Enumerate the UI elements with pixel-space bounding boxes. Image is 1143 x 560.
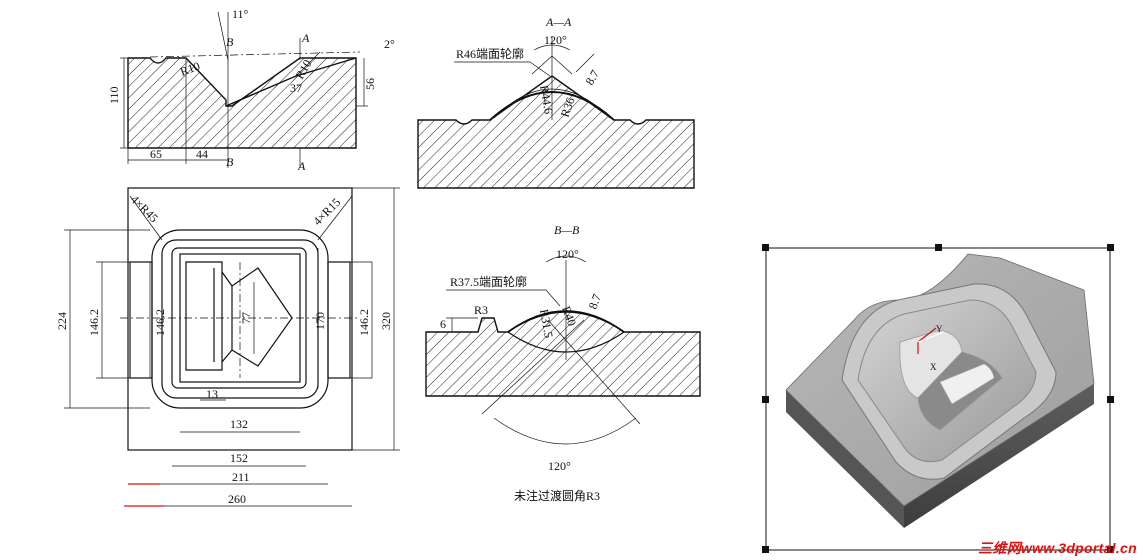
dim-260-label: 260	[228, 492, 246, 506]
r10-left-label: R10	[178, 59, 202, 79]
dim-146-inner-label: 146.2	[153, 309, 167, 336]
height-56-label: 56	[363, 78, 377, 90]
r15-label: 4×R15	[310, 195, 343, 228]
axis-x-label: X	[930, 362, 937, 372]
section-b-bottom-label: B	[226, 155, 234, 169]
axis-y-label: Y	[936, 324, 943, 334]
dim-224-label: 224	[55, 312, 69, 330]
angle-11-label: 11°	[232, 7, 249, 21]
width-65-label: 65	[150, 147, 162, 161]
section-a-bottom-label: A	[297, 159, 306, 173]
section-bb-title: B—B	[554, 223, 580, 237]
dim-170-label: 170	[313, 312, 327, 330]
bb-angle-bottom-label: 120°	[548, 459, 571, 473]
aa-angle-label: 120°	[544, 33, 567, 47]
bb-r3-label: R3	[474, 303, 488, 317]
watermark: 三维网www.3dportal.cn	[978, 540, 1137, 556]
angle-37-label: 37	[290, 81, 302, 95]
width-44-label: 44	[196, 147, 208, 161]
top-section-view: 11° 2° R10 R10 37 110 56 65 44 B B A A	[107, 7, 395, 173]
bb-profile-note: R37.5端面轮廓	[450, 274, 527, 289]
section-aa-body	[417, 75, 695, 189]
model-side-right	[904, 384, 1094, 528]
bb-r315-label: R31.5	[537, 308, 556, 339]
model-view: Y X	[762, 244, 1114, 553]
model-side-left	[786, 390, 904, 528]
dim-77-label: 77	[239, 312, 253, 324]
dim-211-label: 211	[232, 470, 250, 484]
aa-r446-label: R44.6	[537, 84, 556, 115]
model-ridge-3	[939, 363, 995, 405]
aa-87-label: 8.7	[582, 68, 602, 88]
section-bb-body	[425, 311, 701, 397]
bb-r40-label: R40	[559, 304, 579, 328]
r45-label: 4×R45	[128, 192, 161, 225]
dim-146-right-label: 146.2	[357, 309, 371, 336]
bb-fillet-note: 未注过渡圆角R3	[514, 488, 600, 503]
section-a-top-label: A	[301, 31, 310, 45]
section-b-top-label: B	[226, 35, 234, 49]
bb-6-label: 6	[440, 317, 446, 331]
dim-320-label: 320	[379, 312, 393, 330]
section-bb-view: B—B 120° R37.5端面轮廓 8.7 R3 6 R40 R31.5 12…	[425, 223, 701, 503]
section-aa-view: A—A 120° R46端面轮廓 8.7 R36 R44.6	[417, 15, 695, 189]
section-aa-title: A—A	[545, 15, 572, 29]
plan-view: 4×R45 4×R15 224 146.2 146.2 77 170 146.2…	[55, 187, 400, 507]
top-section-body	[127, 57, 357, 149]
angle-2-label: 2°	[384, 37, 395, 51]
bb-angle-top-label: 120°	[556, 247, 579, 261]
dim-152-label: 152	[230, 451, 248, 465]
dim-13-label: 13	[206, 387, 218, 401]
aa-profile-note: R46端面轮廓	[456, 46, 524, 61]
aa-r36-label: R36	[558, 95, 578, 119]
dim-132-label: 132	[230, 417, 248, 431]
height-110-label: 110	[107, 86, 121, 104]
dim-146-outer-label: 146.2	[87, 309, 101, 336]
bb-87-label: 8.7	[586, 292, 604, 311]
